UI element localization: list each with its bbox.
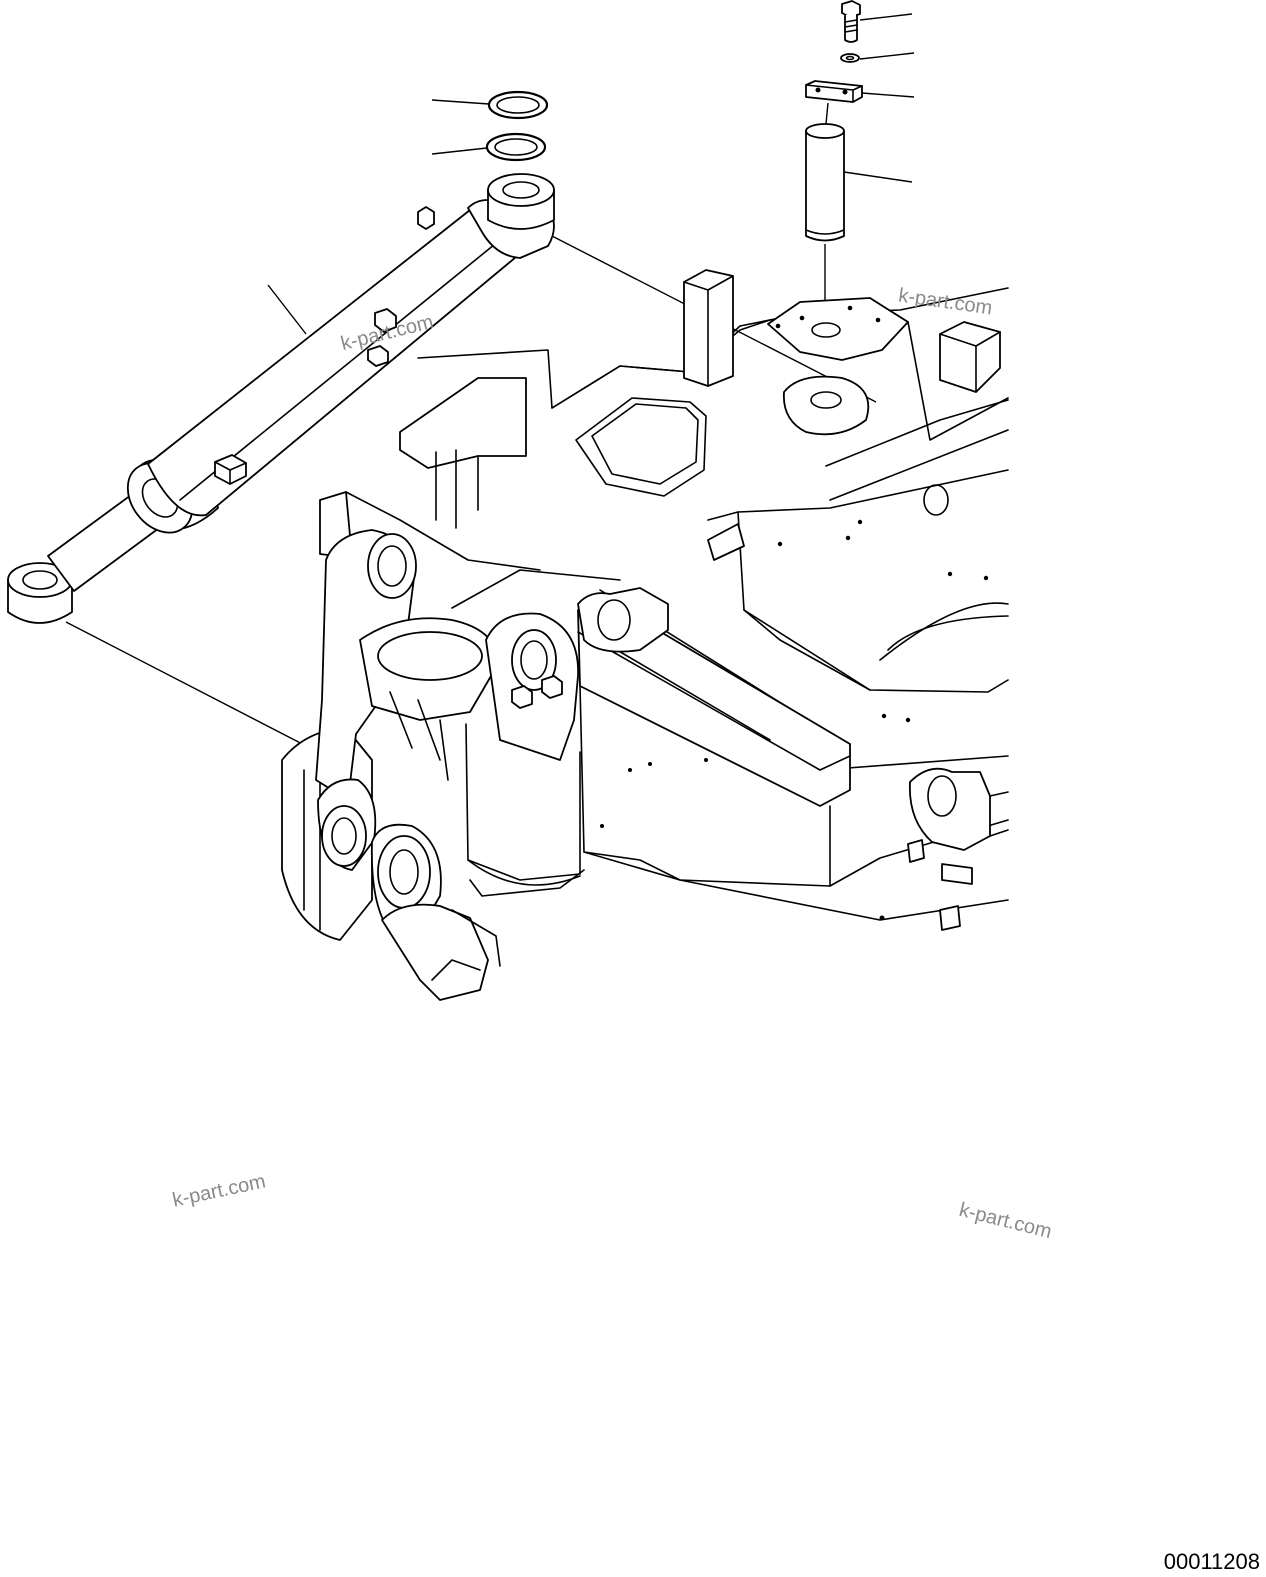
shim-upper xyxy=(431,90,549,120)
shim-lower xyxy=(431,132,547,162)
axle-knuckle xyxy=(281,529,585,1001)
bolt xyxy=(841,0,913,43)
pin xyxy=(805,102,913,300)
drawing-number: 00011208 xyxy=(1163,1549,1260,1574)
front-frame xyxy=(319,269,1009,931)
lock-washer xyxy=(840,52,915,63)
lock-plate xyxy=(805,80,915,103)
steering-cylinder xyxy=(7,173,877,750)
